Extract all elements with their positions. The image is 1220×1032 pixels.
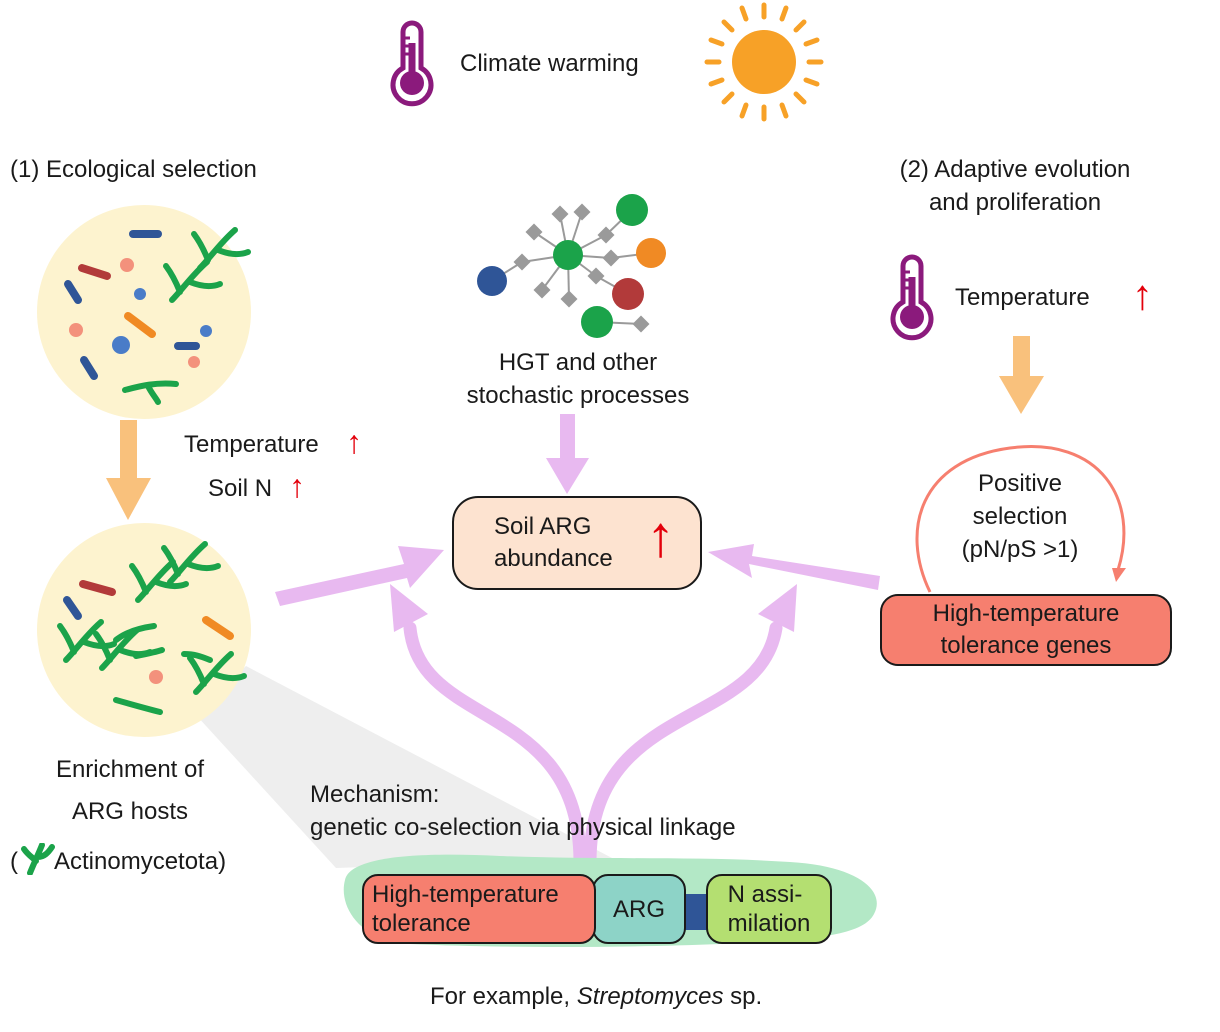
selection-line1: Positive	[977, 470, 1063, 497]
caption-line3: ( Actinomycetota)	[10, 837, 226, 878]
actinomycete-icon	[21, 842, 55, 876]
up-arrow-icon: ↑	[346, 424, 362, 460]
example-caption: For example, Streptomyces sp.	[430, 980, 762, 1013]
factor-soil-n-label: Soil N	[208, 475, 273, 502]
header-title: Climate warming	[460, 50, 639, 77]
microbe-community-icon	[37, 205, 251, 419]
gene-n-assimilation: N assi- milation	[706, 874, 832, 944]
up-arrow-icon: ↑	[289, 468, 305, 504]
gene-arg: ARG	[592, 874, 686, 944]
caption-rest: Actinomycetota)	[54, 848, 227, 875]
community-to-arg-arrow	[275, 546, 444, 606]
thermometer-icon-right	[893, 257, 931, 338]
right-title-line2: and proliferation	[928, 189, 1102, 216]
down-arrow-right	[999, 336, 1044, 414]
gene-network-icon	[477, 194, 666, 338]
outcome-line1: Soil ARG	[494, 513, 592, 540]
genes-to-arg-arrow	[708, 544, 880, 590]
caption-line1: Enrichment of	[55, 756, 205, 783]
example-suffix: sp.	[723, 983, 763, 1010]
linker	[684, 894, 708, 930]
right-temperature: Temperature	[955, 284, 1090, 311]
outcome-box: Soil ARG abundance	[452, 496, 702, 590]
hgt-line2: stochastic processes	[466, 382, 690, 409]
gene-c-line2: milation	[727, 910, 811, 937]
zoom-wedge	[196, 666, 612, 868]
genes-line2: tolerance genes	[940, 632, 1112, 659]
selection-line2: selection	[972, 503, 1068, 530]
right-title-line1: (2) Adaptive evolution	[899, 156, 1131, 183]
mechanism-line1: Mechanism:	[310, 781, 440, 808]
example-prefix: For example,	[430, 983, 577, 1010]
gene-a-line2: tolerance	[372, 910, 471, 937]
factor-temperature-label: Temperature	[184, 431, 319, 458]
outcome-line2: abundance	[494, 545, 613, 572]
factor-soil-n: Soil N	[208, 472, 272, 505]
thermometer-icon	[393, 23, 431, 104]
up-arrow-icon: ↑	[1132, 271, 1153, 318]
factor-temperature: Temperature	[184, 428, 319, 461]
selection-line3: (pN/pS >1)	[961, 536, 1079, 563]
gene-arg-label: ARG	[612, 895, 665, 923]
mechanism-line2: genetic co-selection via physical linkag…	[310, 814, 736, 841]
gene-c-line1: N assi-	[727, 881, 803, 908]
caption-open-paren: (	[10, 848, 18, 875]
gene-high-temperature: High-temperature tolerance	[362, 874, 596, 944]
hgt-line1: HGT and other	[498, 349, 658, 376]
left-title: (1) Ecological selection	[10, 156, 257, 183]
sun-icon	[704, 2, 824, 122]
down-arrow-left	[106, 420, 151, 520]
hgt-arrow	[546, 414, 589, 494]
genes-box: High-temperature tolerance genes	[880, 594, 1172, 666]
up-arrow-icon: ↑	[646, 504, 675, 569]
positive-selection-loop	[915, 445, 1126, 593]
caption-line2: ARG hosts	[71, 798, 189, 825]
example-genus: Streptomyces	[576, 983, 724, 1010]
microbe-community-enriched-icon	[37, 523, 251, 737]
mechanism-arrows	[403, 621, 783, 869]
genes-line1: High-temperature	[932, 600, 1120, 627]
gene-a-line1: High-temperature	[372, 881, 559, 908]
